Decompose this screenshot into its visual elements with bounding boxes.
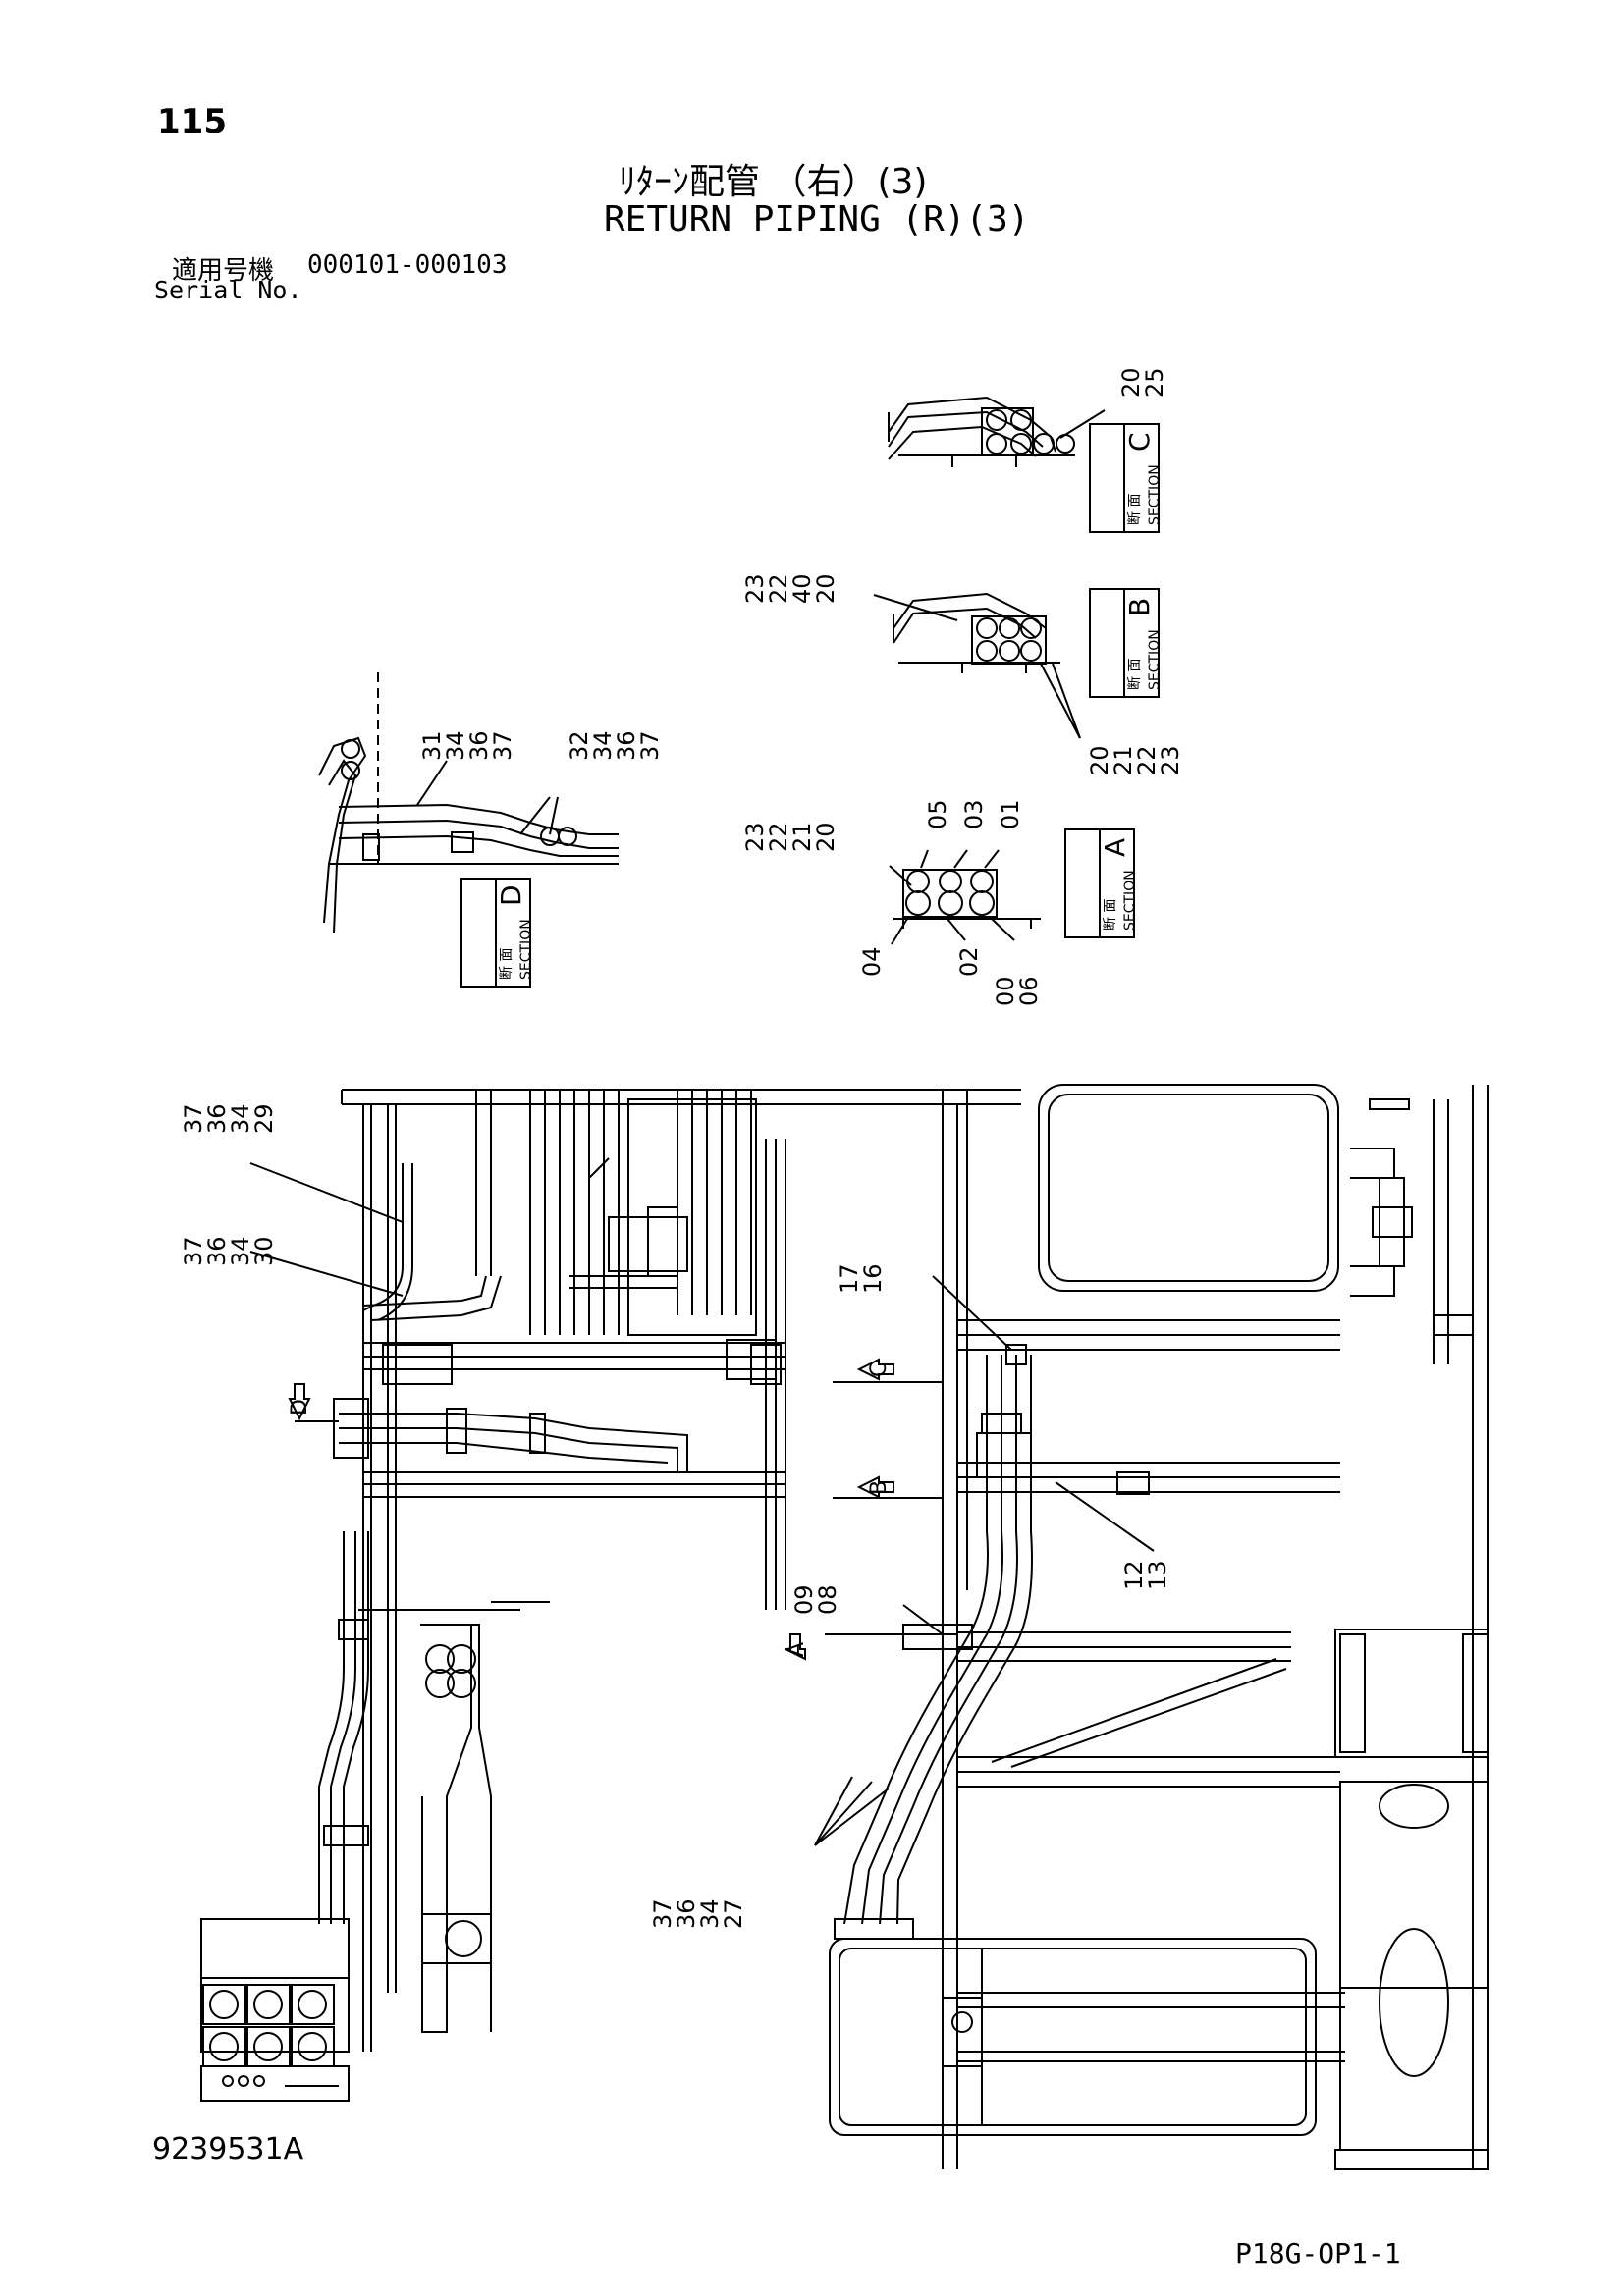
- main-view-left: [200, 1089, 1021, 2102]
- svg-text:22: 22: [765, 822, 792, 852]
- svg-text:34: 34: [227, 1236, 254, 1266]
- callout-20-25: 20: [1117, 367, 1145, 398]
- title-english: RETURN PIPING (R)(3): [604, 199, 1030, 240]
- section-word-jp: 断 面: [1103, 899, 1118, 931]
- svg-text:23: 23: [1157, 745, 1184, 775]
- svg-text:30: 30: [250, 1236, 278, 1266]
- svg-text:36: 36: [203, 1103, 231, 1134]
- view-marker-d: D: [288, 1399, 312, 1415]
- svg-text:34: 34: [696, 1898, 724, 1929]
- section-c-label: 断 面 SECTION C: [1123, 432, 1163, 525]
- section-letter-d: D: [495, 884, 527, 906]
- section-a-detail: [889, 849, 1041, 945]
- svg-text:21: 21: [1110, 745, 1137, 775]
- callout-37-36-34-30: 37: [180, 1236, 207, 1266]
- callout-09-08: 09: [790, 1584, 818, 1615]
- view-marker-c: C: [867, 1362, 892, 1377]
- callout-01: 01: [997, 799, 1024, 829]
- svg-text:36: 36: [673, 1898, 700, 1929]
- section-b-label: 断 面 SECTION B: [1123, 598, 1163, 690]
- callout-37-36-34-29: 37: [180, 1103, 207, 1134]
- page-code: P18G-OP1-1: [1235, 2237, 1401, 2269]
- svg-text:34: 34: [589, 730, 617, 761]
- svg-text:22: 22: [765, 573, 792, 604]
- section-letter-c: C: [1123, 432, 1156, 452]
- svg-text:27: 27: [720, 1898, 747, 1929]
- svg-text:40: 40: [788, 573, 816, 604]
- callout-17-16: 17: [836, 1263, 863, 1294]
- svg-text:21: 21: [788, 822, 816, 852]
- svg-text:20: 20: [812, 822, 839, 852]
- callout-31-34-36-37: 31: [418, 730, 446, 761]
- callout-12-13: 12: [1120, 1560, 1148, 1590]
- section-word-en: SECTION: [1147, 464, 1163, 525]
- view-markers: [288, 1358, 894, 1661]
- serial-number-range: 000101-000103: [307, 250, 508, 280]
- callout-03: 03: [960, 799, 988, 829]
- section-word-jp: 断 面: [1127, 494, 1143, 525]
- callout-20-21-22-23: 20: [1086, 745, 1113, 775]
- section-word-en: SECTION: [518, 919, 534, 980]
- view-marker-b: B: [867, 1480, 892, 1495]
- section-d-label: 断 面 SECTION D: [495, 884, 534, 980]
- section-word-jp: 断 面: [499, 948, 514, 980]
- svg-text:08: 08: [814, 1584, 841, 1615]
- serial-label-japanese: 適用号機: [172, 256, 275, 286]
- title-japanese: ﾘﾀｰﾝ配管 （右）(3): [619, 162, 928, 202]
- svg-text:36: 36: [203, 1236, 231, 1266]
- section-c-detail: [888, 396, 1106, 467]
- callout-23-22-40-20: 23: [741, 573, 769, 604]
- section-b-detail: [873, 592, 1081, 739]
- section-d-detail: [318, 672, 619, 934]
- svg-text:22: 22: [1133, 745, 1161, 775]
- section-label-boxes: [460, 423, 1160, 988]
- svg-text:20: 20: [812, 573, 839, 604]
- drawing-number: 9239531A: [152, 2132, 304, 2166]
- svg-text:29: 29: [250, 1103, 278, 1134]
- callout-32-34-36-37: 32: [566, 730, 593, 761]
- svg-text:37: 37: [636, 730, 664, 761]
- section-letter-a: A: [1099, 838, 1131, 857]
- view-marker-letters: C B D A: [288, 1362, 892, 1657]
- callout-05: 05: [924, 799, 951, 829]
- section-letter-b: B: [1123, 598, 1156, 616]
- callout-02: 02: [955, 946, 983, 977]
- leader-lines: [249, 1162, 1155, 1846]
- svg-text:36: 36: [613, 730, 640, 761]
- page-number: 115: [157, 102, 227, 141]
- section-word-en: SECTION: [1147, 629, 1163, 690]
- main-view-right: [295, 1084, 1489, 2170]
- svg-text:37: 37: [489, 730, 516, 761]
- svg-text:06: 06: [1015, 976, 1043, 1006]
- callout-04: 04: [858, 946, 886, 977]
- callout-00-06: 00: [992, 976, 1019, 1006]
- svg-text:34: 34: [227, 1103, 254, 1134]
- svg-text:34: 34: [442, 730, 469, 761]
- callout-23-22-21-20: 23: [741, 822, 769, 852]
- callout-37-36-34-27: 37: [649, 1898, 677, 1929]
- section-a-label: 断 面 SECTION A: [1099, 838, 1138, 931]
- view-marker-a: A: [785, 1642, 809, 1657]
- svg-text:36: 36: [465, 730, 493, 761]
- serial-label-english: Serial No.: [154, 276, 302, 304]
- section-word-en: SECTION: [1122, 870, 1138, 931]
- svg-text:25: 25: [1141, 367, 1168, 398]
- section-word-jp: 断 面: [1127, 659, 1143, 690]
- svg-text:16: 16: [859, 1263, 887, 1294]
- svg-text:13: 13: [1144, 1560, 1171, 1590]
